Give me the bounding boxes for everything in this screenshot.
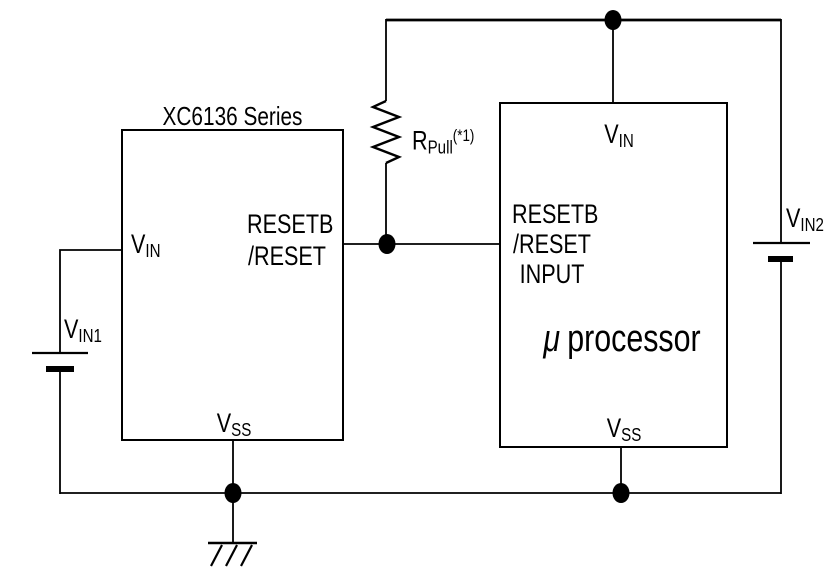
rpull-base: R — [412, 125, 428, 156]
junction-dot-ground-left — [224, 483, 242, 503]
xc6136-resetb-line2: /RESET — [247, 241, 327, 271]
ground-hatch-2 — [225, 544, 238, 567]
xc6136-vin-pin-label: VIN — [131, 229, 161, 267]
junction-dot-top-rail — [604, 10, 622, 30]
rpull-resistor-label: RPull(*1) — [412, 121, 474, 164]
processor-reset-input-pin-label: RESETB /RESET INPUT — [512, 199, 599, 289]
battery-vin2-symbol — [753, 241, 810, 262]
junction-dot-resetb — [378, 234, 396, 254]
processor-reset-line1: RESETB — [512, 199, 599, 229]
vin1-sub: IN1 — [78, 326, 102, 348]
ground-symbol — [208, 493, 257, 567]
processor-reset-line2: /RESET — [512, 229, 592, 259]
processor-vin-base: V — [604, 119, 619, 149]
xc6136-title-label: XC6136 Series — [162, 101, 303, 131]
vin2-base: V — [786, 203, 801, 233]
xc6136-vss-base: V — [216, 408, 232, 438]
processor-vss-sub: SS — [621, 425, 642, 447]
ground-hatch-1 — [210, 544, 223, 567]
processor-vin-sub: IN — [618, 131, 634, 153]
rpull-note: (*1) — [452, 126, 475, 145]
processor-vss-base: V — [606, 413, 622, 443]
xc6136-vss-pin-label: VSS — [194, 408, 274, 446]
processor-vin-pin-label: VIN — [579, 119, 659, 157]
xc6136-vin-base: V — [131, 229, 146, 259]
vin2-supply-label: VIN2 — [786, 203, 824, 241]
processor-mu-glyph: μ — [543, 318, 560, 360]
vin2-sub: IN2 — [800, 215, 824, 237]
wire-vin1-top-lead — [59, 249, 122, 353]
processor-vss-pin-label: VSS — [584, 413, 664, 451]
rpull-sub: Pull — [427, 137, 453, 159]
xc6136-vss-sub: SS — [231, 420, 252, 442]
battery-vin1-symbol — [32, 351, 88, 372]
xc6136-resetb-line1: RESETB — [247, 209, 334, 239]
ground-hatch-3 — [240, 544, 253, 567]
resistor-rpull-symbol — [369, 99, 403, 165]
xc6136-resetb-pin-label: RESETB /RESET — [247, 208, 334, 272]
processor-reset-line3: INPUT — [519, 259, 585, 289]
junction-dot-ground-right — [612, 483, 630, 503]
vin1-supply-label: VIN1 — [64, 314, 102, 352]
vin1-base: V — [64, 314, 79, 344]
processor-name-text: processor — [567, 318, 701, 360]
xc6136-vin-sub: IN — [145, 241, 161, 263]
xc6136-box — [121, 129, 344, 441]
